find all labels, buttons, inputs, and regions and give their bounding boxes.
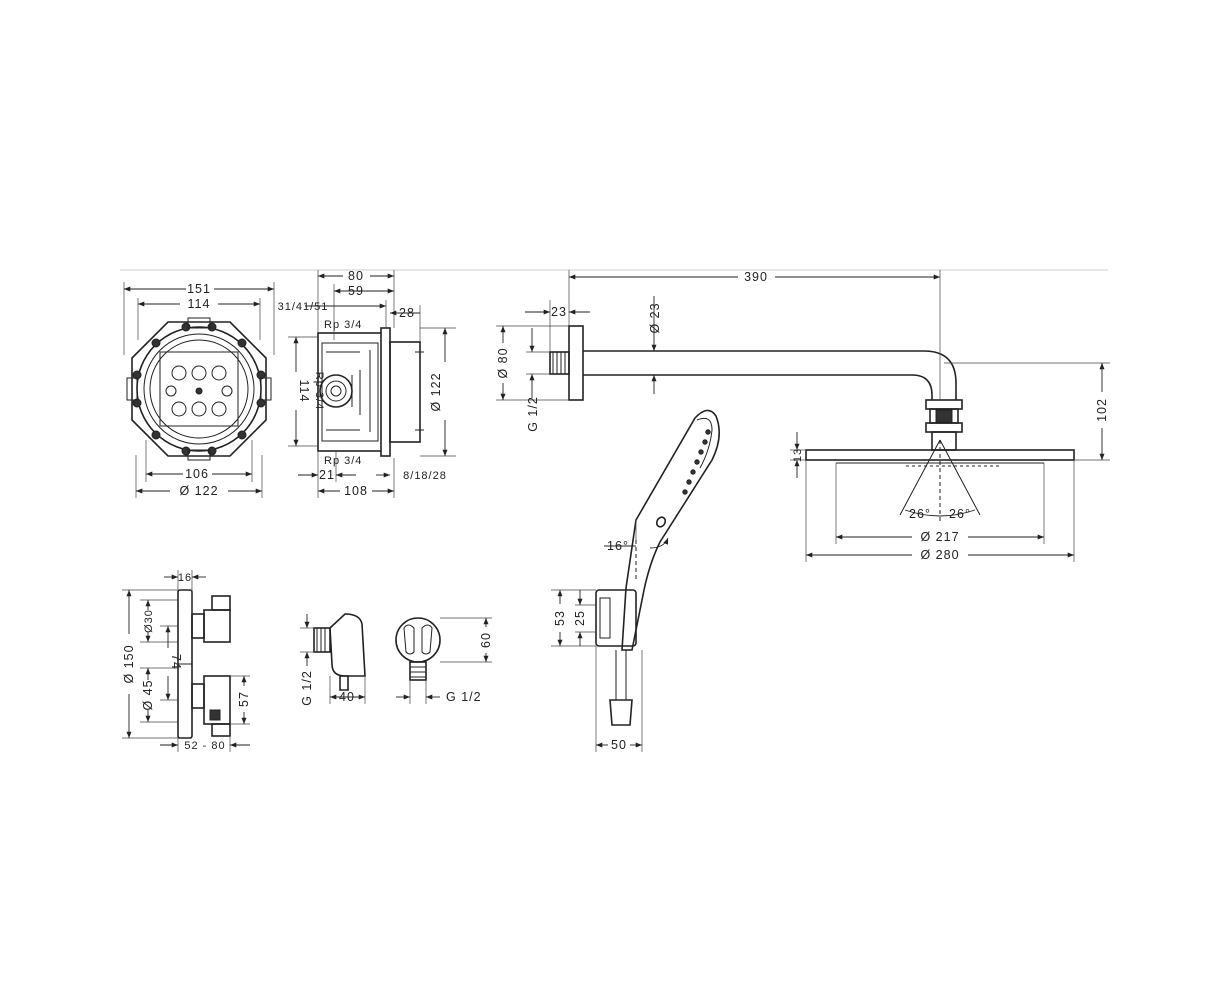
dim-60: 60 <box>479 632 493 648</box>
thermostat-side-view <box>177 589 231 739</box>
box-side-view <box>317 327 424 457</box>
thread-g-half-arm: G 1/2 <box>526 396 540 432</box>
dim-13: 13 <box>792 448 804 462</box>
arm-shower-dimensions: 390 23 Ø 23 Ø 80 G 1/2 102 13 26° 26° Ø … <box>496 270 1110 562</box>
dim-dia-122-side: Ø 122 <box>429 372 443 411</box>
dim-52-80: 52 - 80 <box>184 740 225 752</box>
dim-dia-80: Ø 80 <box>496 347 510 378</box>
dim-390: 390 <box>744 270 768 284</box>
round-box-front-view <box>126 317 272 461</box>
shower-arm <box>549 325 957 401</box>
dim-23: 23 <box>551 305 567 319</box>
dim-16: 16 <box>178 572 192 584</box>
round-box-dimensions: 151 114 106 Ø 122 <box>123 282 275 498</box>
dim-114: 114 <box>188 297 211 311</box>
dim-dia-23: Ø 23 <box>648 302 662 333</box>
dim-57: 57 <box>237 691 251 707</box>
dim-80: 80 <box>348 269 364 283</box>
dim-28: 28 <box>399 306 415 320</box>
hand-shower <box>595 409 720 726</box>
dim-8-18-28: 8/18/28 <box>403 470 447 482</box>
angle-26-right: 26° <box>949 507 971 521</box>
thread-rp-mid: Rp 3/4 <box>313 372 325 410</box>
dim-59: 59 <box>348 284 364 298</box>
dim-53: 53 <box>553 610 567 626</box>
dim-dia-280: Ø 280 <box>920 548 959 562</box>
hand-shower-dimensions: 16° 53 25 50 <box>551 520 669 752</box>
dim-74: 74 <box>169 654 183 670</box>
angle-16: 16° <box>607 539 629 553</box>
thread-rp-bottom: Rp 3/4 <box>324 455 362 467</box>
wall-outlet-dimensions: G 1/2 40 60 G 1/2 <box>300 614 493 706</box>
dim-151: 151 <box>187 282 211 296</box>
dim-108: 108 <box>344 484 368 498</box>
thread-g-half-outlet: G 1/2 <box>446 690 482 704</box>
dim-40: 40 <box>339 690 355 704</box>
dim-dia-122: Ø 122 <box>179 484 218 498</box>
dim-102: 102 <box>1095 398 1109 422</box>
thread-rp-top: Rp 3/4 <box>324 319 362 331</box>
wall-outlet-side <box>313 613 366 691</box>
dim-dia-217: Ø 217 <box>920 530 959 544</box>
box-side-dimensions: 80 59 31/41/51 28 Rp 3/4 Rp 3/4 Rp 3/4 1… <box>278 269 456 498</box>
dim-114-side: 114 <box>297 380 311 403</box>
wall-outlet-front <box>395 617 441 681</box>
dim-31-41-51: 31/41/51 <box>278 301 329 313</box>
dim-dia-30: Ø30 <box>143 609 155 633</box>
dim-106: 106 <box>185 467 209 481</box>
dim-25: 25 <box>573 610 587 626</box>
thread-g-half-connector: G 1/2 <box>300 670 314 706</box>
dim-dia-150: Ø 150 <box>122 644 136 683</box>
dim-21: 21 <box>319 468 335 482</box>
dim-dia-45: Ø 45 <box>141 679 155 710</box>
thermostat-dimensions: 16 Ø 150 Ø30 74 Ø 45 57 52 - 80 <box>122 570 251 752</box>
angle-26-left: 26° <box>909 507 931 521</box>
dim-50: 50 <box>611 738 627 752</box>
